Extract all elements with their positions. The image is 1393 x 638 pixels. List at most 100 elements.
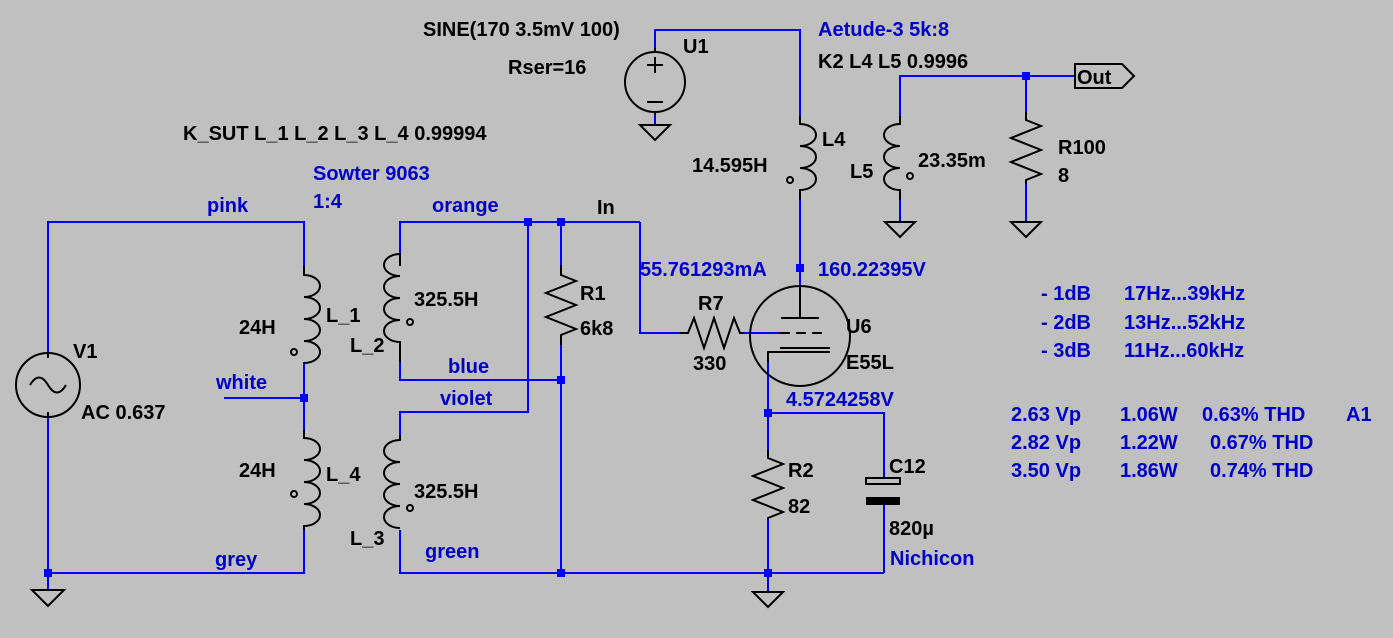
resistor-r1[interactable] <box>543 265 579 345</box>
junction-dot <box>1022 72 1030 80</box>
r2-name: R2 <box>788 460 814 482</box>
inductor-l4-output[interactable] <box>786 116 817 200</box>
l-1-name: L_1 <box>326 305 360 327</box>
bw-range: 13Hz...52kHz <box>1124 312 1245 334</box>
l4-name: L4 <box>822 129 846 151</box>
ground-icon <box>1008 221 1044 239</box>
cathode-voltage-label: 4.5724258V <box>786 389 895 411</box>
v1-source[interactable] <box>15 352 81 418</box>
sowter-label: Sowter 9063 <box>313 163 430 185</box>
resistor-r7[interactable] <box>680 314 744 352</box>
in-label: In <box>597 197 615 219</box>
k2-label: K2 L4 L5 0.9996 <box>818 51 968 73</box>
capacitor-c12[interactable] <box>865 477 901 505</box>
wire-v1-bottom <box>47 418 305 574</box>
out-label: Out <box>1077 67 1112 89</box>
l-3-name: L_3 <box>350 528 384 550</box>
r1-value: 6k8 <box>580 318 613 340</box>
r2-value: 82 <box>788 496 810 518</box>
perf-thd: 0.74% THD <box>1210 460 1313 482</box>
labels: SINE(170 3.5mV 100) U1 Rser=16 Aetude-3 … <box>73 19 1372 571</box>
perf-tag: A1 <box>1346 404 1372 426</box>
out-port[interactable] <box>1074 63 1136 89</box>
v1-name: V1 <box>73 341 97 363</box>
junction-dot <box>764 409 772 417</box>
violet-label: violet <box>440 388 493 410</box>
l4-value: 14.595H <box>692 155 768 177</box>
wire-violet <box>399 222 529 435</box>
ground-icon <box>882 221 918 239</box>
u6-value: E55L <box>846 352 894 374</box>
bw-level: - 1dB <box>1041 283 1091 305</box>
plate-voltage-label: 160.22395V <box>818 259 927 281</box>
inductor-l2[interactable] <box>383 252 414 362</box>
ground-icon <box>29 589 67 608</box>
resistor-r100[interactable] <box>1008 112 1044 184</box>
inductor-l4[interactable] <box>290 430 321 530</box>
r100-name: R100 <box>1058 137 1106 159</box>
inductor-l5[interactable] <box>883 116 914 200</box>
wire-v1-top <box>47 221 305 352</box>
l-4-value: 24H <box>239 460 276 482</box>
u1-source[interactable] <box>624 48 686 115</box>
l-2-name: L_2 <box>350 335 384 357</box>
pink-label: pink <box>207 195 249 217</box>
bw-range: 17Hz...39kHz <box>1124 283 1245 305</box>
l-1-value: 24H <box>239 317 276 339</box>
junction-dot <box>300 394 308 402</box>
wire-blue <box>399 362 561 381</box>
nichicon-label: Nichicon <box>890 548 974 570</box>
perf-thd: 0.63% THD <box>1202 404 1305 426</box>
wire-grid <box>639 222 680 334</box>
perf-watts: 1.86W <box>1120 460 1178 482</box>
wire-out-top <box>899 75 1075 116</box>
junction-dot <box>524 218 532 226</box>
junction-dot <box>557 218 565 226</box>
perf-thd: 0.67% THD <box>1210 432 1313 454</box>
junction-dot <box>764 569 772 577</box>
orange-label: orange <box>432 195 499 217</box>
junction-dot <box>557 569 565 577</box>
perf-vp: 3.50 Vp <box>1011 460 1081 482</box>
bw-level: - 3dB <box>1041 340 1091 362</box>
bw-range: 11Hz...60kHz <box>1124 340 1244 362</box>
junction-dot <box>44 569 52 577</box>
bw-level: - 2dB <box>1041 312 1091 334</box>
blue-label: blue <box>448 356 489 378</box>
l-2-value: 325.5H <box>414 289 479 311</box>
triode-u6[interactable] <box>749 285 851 387</box>
rser-label: Rser=16 <box>508 57 586 79</box>
grey-label: grey <box>215 549 258 571</box>
perf-vp: 2.63 Vp <box>1011 404 1081 426</box>
junction-dots <box>44 72 1030 577</box>
u6-name: U6 <box>846 316 872 338</box>
junction-dot <box>796 264 804 272</box>
perf-watts: 1.06W <box>1120 404 1178 426</box>
l5-name: L5 <box>850 161 873 183</box>
r1-name: R1 <box>580 283 606 305</box>
current-label: 55.761293mA <box>640 259 767 281</box>
l-3-value: 325.5H <box>414 481 479 503</box>
r100-value: 8 <box>1058 165 1069 187</box>
wire-orange <box>399 221 640 266</box>
c12-value: 820µ <box>889 518 934 540</box>
r7-value: 330 <box>693 353 726 375</box>
c12-name: C12 <box>889 456 926 478</box>
k-sut-label: K_SUT L_1 L_2 L_3 L_4 0.99994 <box>183 123 487 145</box>
white-label: white <box>215 372 267 394</box>
junction-dot <box>557 376 565 384</box>
l5-value: 23.35m <box>918 150 986 172</box>
sine-label: SINE(170 3.5mV 100) <box>423 19 620 41</box>
l-4-name: L_4 <box>326 464 361 486</box>
ground-icon <box>750 591 786 609</box>
ratio-label: 1:4 <box>313 191 343 213</box>
resistor-r2[interactable] <box>750 450 786 520</box>
v1-value: AC 0.637 <box>81 402 166 424</box>
inductor-l3[interactable] <box>383 435 414 529</box>
perf-watts: 1.22W <box>1120 432 1178 454</box>
wire-plate <box>654 29 801 50</box>
perf-vp: 2.82 Vp <box>1011 432 1081 454</box>
inductor-l1[interactable] <box>290 266 321 364</box>
wire-green <box>399 530 884 574</box>
